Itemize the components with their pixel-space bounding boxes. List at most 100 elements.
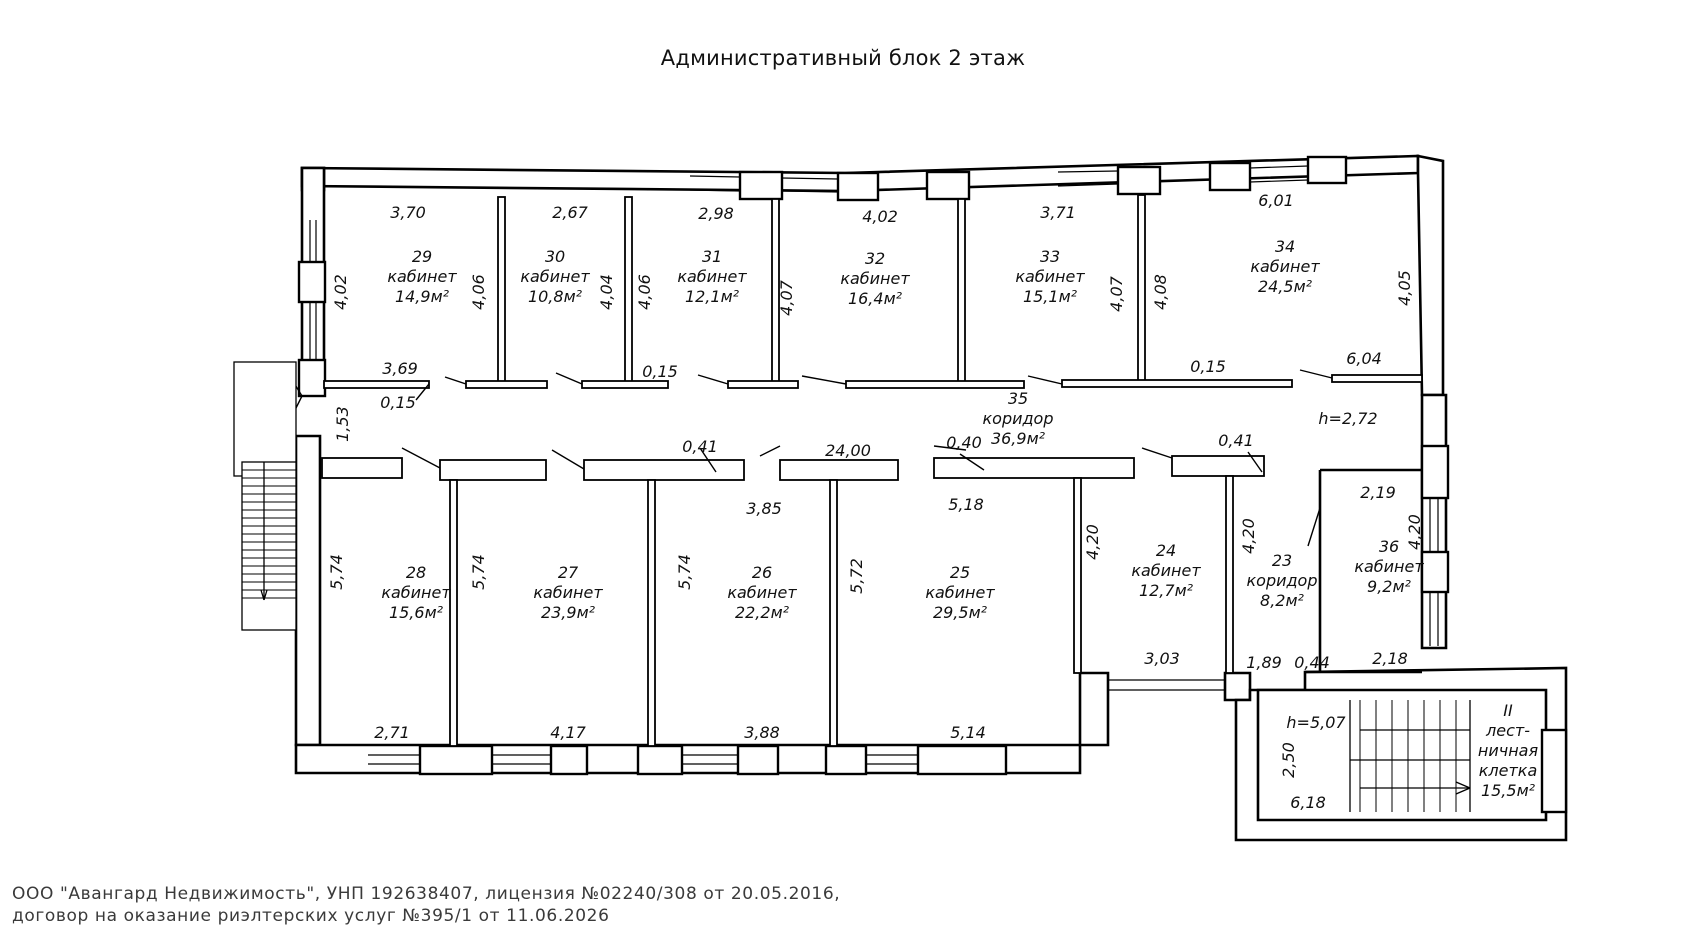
window-bottom-3 <box>636 744 684 776</box>
partition-28-27 <box>449 479 458 747</box>
dimension-label: 5,72 <box>847 558 866 594</box>
dimension-label: 0,41 <box>1218 431 1254 450</box>
dimension-label: 4,20 <box>1405 514 1424 550</box>
dimension-label: 4,08 <box>1151 274 1170 310</box>
stair-block-inner <box>1256 688 1548 822</box>
outer-wall-left-lower <box>294 434 322 747</box>
dimension-label: 0,15 <box>642 362 678 381</box>
dimension-label: 0,41 <box>682 437 718 456</box>
window-top-5 <box>1208 161 1252 192</box>
dimension-label: 4,04 <box>597 274 616 310</box>
dimension-label: 5,74 <box>327 554 346 590</box>
wall-bump-24-right <box>1223 671 1252 702</box>
dimension-label: 3,03 <box>1144 649 1180 668</box>
partition-33-34 <box>1137 194 1146 384</box>
dimension-label: 4,06 <box>469 274 488 310</box>
corridor-top-wall-1 <box>323 380 430 389</box>
dimension-label: 2,67 <box>552 203 588 222</box>
dimension-label: h=2,72 <box>1318 409 1377 428</box>
dimension-label: 2,18 <box>1372 649 1408 668</box>
dimension-label: 5,14 <box>950 723 986 742</box>
dimension-label: 2,71 <box>374 723 410 742</box>
partition-29-30 <box>497 196 506 384</box>
dimension-label: 4,20 <box>1083 524 1102 560</box>
corridor-top-wall-3 <box>581 380 669 389</box>
window-top-1 <box>738 170 784 201</box>
footer-line-2: договор на оказание риэлтерских услуг №3… <box>12 906 610 926</box>
dimension-label: 0,15 <box>1190 357 1226 376</box>
window-right-1 <box>1420 444 1450 500</box>
window-bottom-2 <box>549 744 589 776</box>
partition-26-25 <box>829 479 838 747</box>
corridor-bottom-wall-1 <box>321 457 403 479</box>
wall-bump-24 <box>1078 671 1110 747</box>
window-left-1 <box>297 260 327 304</box>
dimension-label: 2,98 <box>698 204 734 223</box>
dimension-label: 1,89 <box>1246 653 1282 672</box>
dimension-label: 2,19 <box>1360 483 1396 502</box>
dimension-label: 4,06 <box>635 274 654 310</box>
corridor-top-wall-2 <box>465 380 548 389</box>
window-bottom-4 <box>736 744 780 776</box>
dimension-label: 0,40 <box>946 433 982 452</box>
window-top-2 <box>836 171 880 202</box>
dimension-label: 4,17 <box>550 723 586 742</box>
footer-line-1: ООО "Авангард Недвижимость", УНП 1926384… <box>12 884 841 904</box>
dimension-label: 6,18 <box>1290 793 1326 812</box>
dimension-label: 4,02 <box>331 274 350 310</box>
partition-24-23 <box>1225 475 1234 674</box>
dimension-label: 3,71 <box>1040 203 1076 222</box>
outer-wall-right-middle <box>1420 393 1448 650</box>
window-top-3 <box>925 170 971 201</box>
dimension-label: 4,05 <box>1395 270 1414 306</box>
window-bottom-6 <box>916 744 1008 776</box>
staircase-II <box>1349 700 1471 812</box>
dimension-label: 4,20 <box>1239 518 1258 554</box>
entrance-stair <box>233 361 297 631</box>
corridor-bottom-wall-3 <box>583 459 745 481</box>
window-bottom-5 <box>824 744 868 776</box>
window-left-2 <box>297 358 327 398</box>
dimension-label: 5,18 <box>948 495 984 514</box>
corridor-bottom-wall-6 <box>1171 455 1265 477</box>
dimension-label: 0,44 <box>1294 653 1330 672</box>
corridor-bottom-wall-5 <box>933 457 1135 479</box>
corridor-bottom-wall-2 <box>439 459 547 481</box>
outer-wall-right-upper <box>1416 154 1445 397</box>
dimension-label: h=5,07 <box>1286 713 1346 732</box>
dimension-label: 4,07 <box>1107 275 1126 311</box>
corridor-top-wall-6 <box>1061 379 1293 388</box>
partition-30-31 <box>624 196 633 384</box>
corridor-top-wall-5 <box>845 380 1025 389</box>
dimension-label: 24,00 <box>825 441 871 460</box>
window-bottom-1 <box>418 744 494 776</box>
partition-27-26 <box>647 479 656 747</box>
dimension-label: 6,04 <box>1346 349 1382 368</box>
dimension-label: 0,15 <box>380 393 416 412</box>
partition-32-33 <box>957 198 966 384</box>
dimension-label: 3,85 <box>746 499 782 518</box>
window-top-6 <box>1306 155 1348 185</box>
partition-25-24 <box>1073 477 1082 674</box>
corridor-top-wall-7 <box>1331 374 1423 383</box>
dimension-label: 6,01 <box>1258 191 1294 210</box>
dimension-label: 2,50 <box>1279 742 1298 778</box>
dimension-label: 4,07 <box>777 279 796 315</box>
corridor-top-wall-4 <box>727 380 799 389</box>
window-stair <box>1540 728 1568 814</box>
dimension-label: 3,70 <box>390 203 426 222</box>
